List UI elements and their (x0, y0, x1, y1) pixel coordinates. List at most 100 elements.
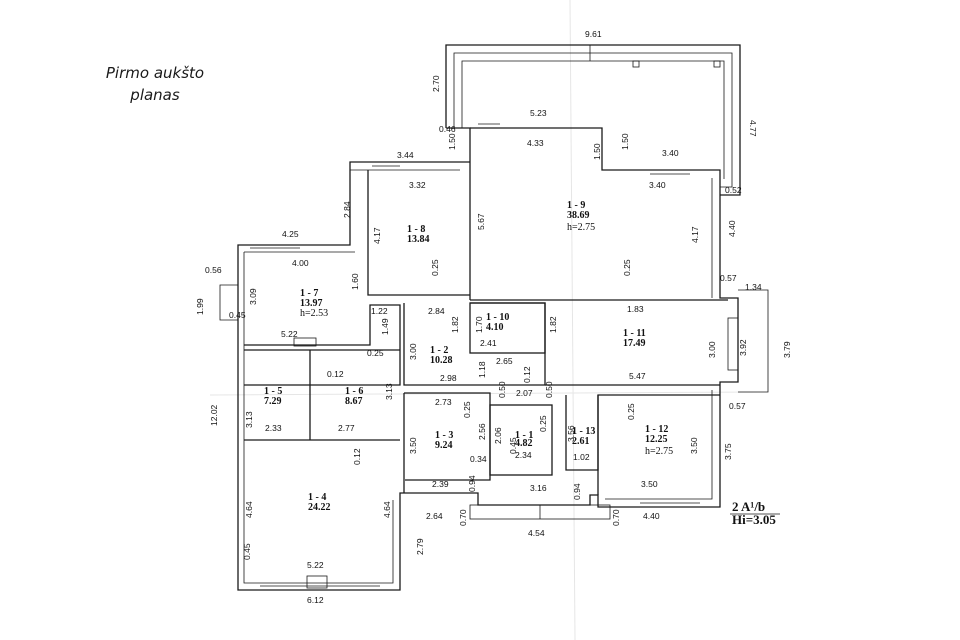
dimension-label: 2.41 (480, 338, 497, 348)
dimension-label: 2.64 (426, 511, 443, 521)
dimension-label: 2.34 (515, 450, 532, 460)
room-area: 12.25 (645, 434, 668, 445)
dimension-label: 2.33 (265, 423, 282, 433)
room-id: 1 - 11 (623, 328, 646, 339)
dimension-label: 0.25 (538, 415, 548, 432)
dimension-label: 0.50 (497, 381, 507, 398)
paper-fold-line (569, 0, 576, 640)
room-id: 1 - 7 (300, 288, 318, 299)
dimension-label: 2.79 (415, 538, 425, 555)
dimension-label: 3.09 (248, 288, 258, 305)
dimension-label: 3.44 (397, 150, 414, 160)
dimension-label: 2.73 (435, 397, 452, 407)
dimension-labels-vertical: 2.70 4.77 1.50 1.50 1.50 2.84 4.17 5.67 … (195, 75, 792, 560)
room-1-4: 1 - 4 24.22 (308, 492, 331, 513)
dimension-label: 4.40 (727, 220, 737, 237)
dimension-label: 3.40 (649, 180, 666, 190)
dimension-label: 3.32 (409, 180, 426, 190)
dimension-label: 0.45 (242, 543, 252, 560)
dimension-labels: 9.61 5.23 0.46 4.33 3.44 3.32 3.40 3.40 … (205, 29, 762, 605)
dimension-label: 1.60 (350, 273, 360, 290)
dimension-label: 0.52 (725, 185, 742, 195)
dimension-label: 3.50 (641, 479, 658, 489)
dimension-label: 0.57 (729, 401, 746, 411)
room-height: h=2.53 (300, 308, 328, 319)
dimension-label: 0.12 (522, 366, 532, 383)
bay-window-right (727, 289, 769, 393)
dimension-label: 1.82 (548, 316, 558, 333)
dimension-label: 4.17 (690, 226, 700, 243)
room-area: 17.49 (623, 338, 646, 349)
room-area: 13.84 (407, 234, 430, 245)
stamp-code: 2 A¹/b (732, 499, 765, 514)
room-id: 1 - 5 (264, 386, 282, 397)
dimension-label: 0.25 (367, 348, 384, 358)
dimension-label: 5.67 (476, 213, 486, 230)
room-area: 7.29 (264, 396, 282, 407)
stamp-height: Hi=3.05 (732, 512, 776, 527)
dimension-label: 2.98 (440, 373, 457, 383)
dimension-label: 3.00 (408, 343, 418, 360)
dimension-label: 2.84 (428, 306, 445, 316)
room-id: 1 - 4 (308, 492, 326, 503)
room-area: 9.24 (435, 440, 453, 451)
dimension-label: 0.12 (327, 369, 344, 379)
dimension-label: 4.54 (528, 528, 545, 538)
dimension-label: 4.17 (372, 227, 382, 244)
dimension-label: 5.22 (307, 560, 324, 570)
dimension-label: 1.82 (450, 316, 460, 333)
room-1-12: 1 - 12 12.25 h=2.75 (645, 424, 673, 457)
room-id: 1 - 3 (435, 430, 453, 441)
dimension-label: 0.45 (229, 310, 246, 320)
room-id: 1 - 8 (407, 224, 425, 235)
dimension-label: 3.75 (723, 443, 733, 460)
dimension-label: 3.92 (738, 339, 748, 356)
dimension-label: 1.99 (195, 298, 205, 315)
dimension-label: 2.07 (516, 388, 533, 398)
room-1-13: 1 - 13 2.61 (572, 426, 595, 447)
dimension-label: 1.50 (447, 133, 457, 150)
height-stamp: 2 A¹/b Hi=3.05 (730, 499, 780, 527)
room-area: 10.28 (430, 355, 453, 366)
dimension-label: 0.34 (470, 454, 487, 464)
dimension-label: 3.16 (530, 483, 547, 493)
room-height: h=2.75 (645, 446, 673, 457)
dimension-label: 5.47 (629, 371, 646, 381)
dimension-label: 0.25 (622, 259, 632, 276)
dimension-label: 2.77 (338, 423, 355, 433)
dimension-label: 0.94 (467, 475, 477, 492)
dimension-label: 0.25 (462, 401, 472, 418)
room-1-9: 1 - 9 38.69 h=2.75 (567, 200, 595, 233)
dimension-label: 5.23 (530, 108, 547, 118)
room-area: 4.10 (486, 322, 504, 333)
left-bump (219, 284, 238, 321)
dimension-label: 1.70 (474, 316, 484, 333)
dimension-label: 6.12 (307, 595, 324, 605)
plan-title-line-1: Pirmo aukšto (105, 64, 205, 82)
dimension-label: 3.79 (782, 341, 792, 358)
dimension-label: 0.50 (544, 381, 554, 398)
dimension-label: 2.56 (477, 423, 487, 440)
room-id: 1 - 9 (567, 200, 585, 211)
room-1-3: 1 - 3 9.24 (435, 430, 453, 451)
dimension-label: 3.50 (689, 437, 699, 454)
dimension-label: 3.13 (244, 411, 254, 428)
dimension-label: 1.02 (573, 452, 590, 462)
dimension-label: 1.34 (745, 282, 762, 292)
dimension-label: 4.33 (527, 138, 544, 148)
room-1-8: 1 - 8 13.84 (407, 224, 430, 245)
dimension-label: 4.64 (244, 501, 254, 518)
dimension-label: 1.49 (380, 318, 390, 335)
room-area: 4.82 (515, 438, 533, 449)
dimension-label: 2.06 (493, 427, 503, 444)
dimension-label: 4.64 (382, 501, 392, 518)
dimension-label: 0.12 (352, 448, 362, 465)
dimension-label: 0.25 (430, 259, 440, 276)
dimension-label: 12.02 (209, 404, 219, 426)
dimension-label: 0.56 (205, 265, 222, 275)
dimension-label: 4.40 (643, 511, 660, 521)
windows (250, 123, 700, 589)
room-1-11: 1 - 11 17.49 (623, 328, 646, 349)
room-area: 24.22 (308, 502, 331, 513)
